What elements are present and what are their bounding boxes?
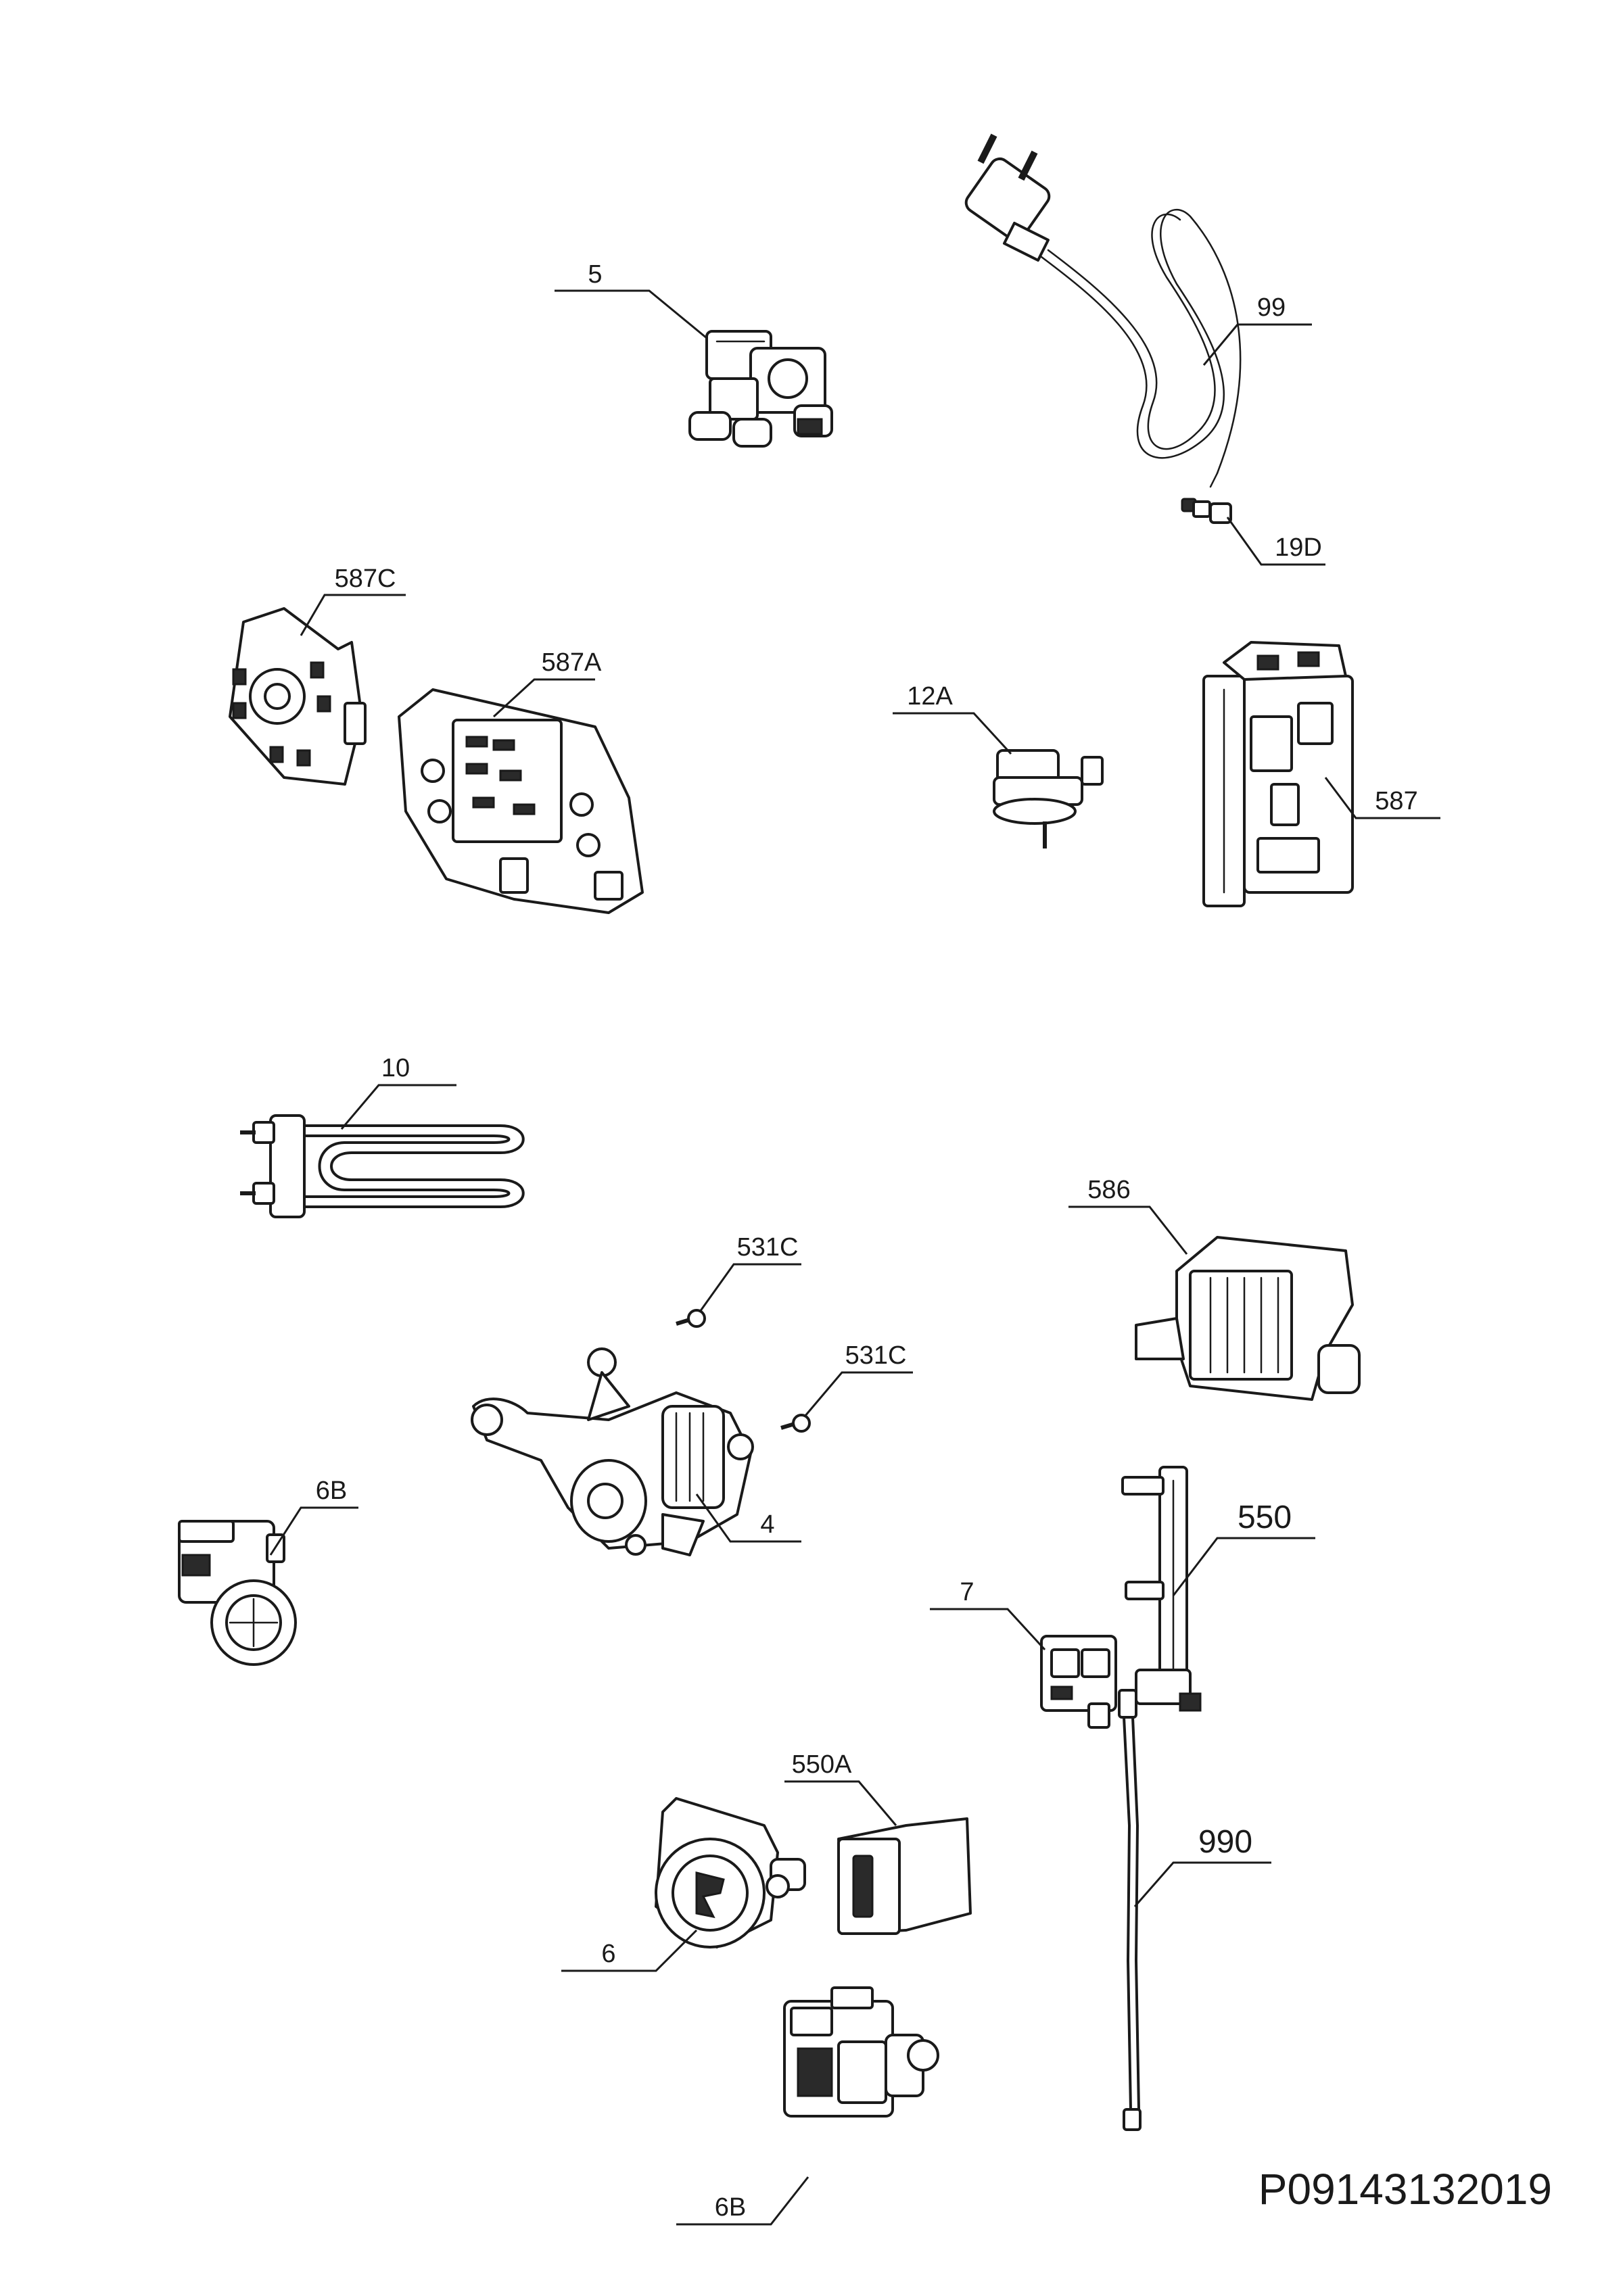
callout-label-4: 4 — [760, 1510, 774, 1539]
drain-pump-part-6B-left — [178, 1520, 297, 1666]
callout-587C: 587C — [300, 565, 406, 636]
heating-element-part-10 — [240, 1114, 525, 1218]
callout-99: 99 — [1202, 293, 1312, 366]
callout-label-10: 10 — [381, 1054, 410, 1082]
callout-label-12A: 12A — [907, 682, 953, 711]
drain-pump-part-6 — [655, 1797, 806, 1948]
callout-label-6: 6 — [601, 1940, 615, 1968]
callout-label-550A: 550A — [792, 1750, 852, 1779]
callout-label-7: 7 — [960, 1578, 974, 1606]
callout-587A: 587A — [492, 648, 602, 718]
screw-part-531C-lower — [780, 1414, 811, 1433]
pressure-switch-part-12A — [993, 749, 1104, 848]
callout-4: 4 — [695, 1493, 801, 1543]
power-module-part-587 — [1202, 641, 1354, 907]
motor-part-4 — [471, 1347, 754, 1556]
callout-19D: 19D — [1226, 517, 1325, 566]
callout-586: 586 — [1068, 1176, 1188, 1255]
callout-label-550: 550 — [1238, 1500, 1292, 1535]
filter-module-part-586 — [1135, 1236, 1361, 1401]
door-lock-part-7 — [1040, 1635, 1117, 1729]
callout-label-5: 5 — [588, 260, 602, 289]
callout-12A: 12A — [893, 682, 1012, 755]
screw-part-531C-upper — [676, 1309, 706, 1328]
callout-label-6B-lower: 6B — [715, 2193, 746, 2222]
callout-7: 7 — [930, 1578, 1046, 1651]
wire-harness-part-990 — [1118, 1689, 1142, 2131]
callout-550A: 550A — [784, 1750, 897, 1826]
lock-cover-part-550A — [837, 1817, 972, 1935]
callout-label-19D: 19D — [1275, 533, 1322, 562]
inlet-valve-part-5 — [688, 330, 833, 448]
callout-6: 6 — [561, 1929, 698, 1972]
callout-label-587A: 587A — [542, 648, 602, 677]
callout-label-531C-upper: 531C — [737, 1233, 799, 1262]
door-lock-bracket-part-550 — [1121, 1466, 1202, 1712]
callout-label-990: 990 — [1198, 1824, 1252, 1860]
callout-6B-left: 6B — [269, 1477, 358, 1556]
callout-10: 10 — [340, 1054, 456, 1130]
callout-6B-lower: 6B — [676, 2176, 809, 2226]
clip-part-19D — [1181, 498, 1232, 524]
callout-990: 990 — [1133, 1824, 1271, 1907]
callout-531C-lower: 531C — [803, 1341, 913, 1417]
callout-label-531C-lower: 531C — [845, 1341, 907, 1370]
callout-label-587: 587 — [1375, 787, 1417, 815]
callout-label-6B-left: 6B — [316, 1477, 347, 1505]
callout-label-587C: 587C — [335, 565, 396, 593]
callout-587: 587 — [1324, 777, 1440, 819]
callout-531C-upper: 531C — [699, 1233, 801, 1312]
diagram-code: P09143132019 — [1259, 2165, 1552, 2214]
callout-550: 550 — [1172, 1500, 1315, 1596]
power-cord-part-99 — [964, 133, 1242, 488]
drain-pump-part-6B-lower — [783, 1986, 939, 2118]
control-board-part-587A — [398, 688, 644, 914]
connector-board-part-587C — [229, 607, 367, 786]
callout-label-586: 586 — [1087, 1176, 1130, 1204]
callout-5: 5 — [555, 260, 707, 339]
callout-label-99: 99 — [1257, 293, 1286, 322]
